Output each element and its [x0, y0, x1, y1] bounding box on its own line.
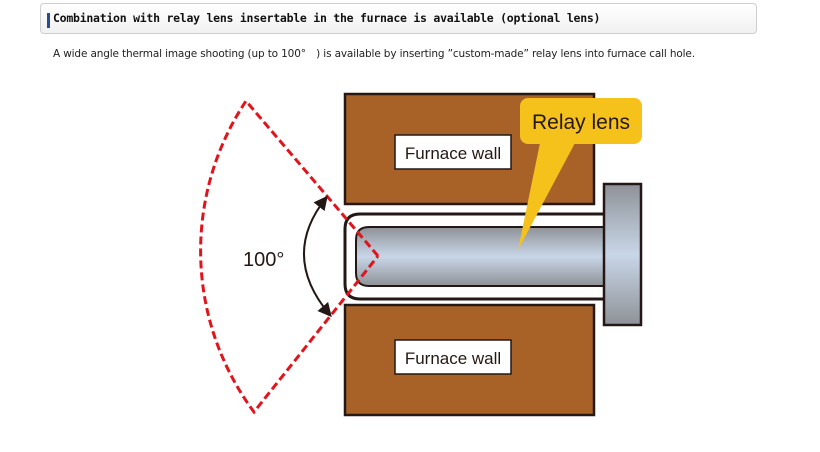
- angle-arc-arrow: [303, 195, 332, 318]
- lower-wall-label: Furnace wall: [405, 349, 501, 368]
- field-of-view-outline: [199, 98, 380, 415]
- heading-accent-bar: [47, 13, 50, 28]
- angle-label: 100°: [243, 249, 284, 271]
- callout-bubble: [520, 98, 642, 144]
- relay-lens-callout: Relay lens: [518, 98, 642, 250]
- callout-pointer: [518, 143, 575, 250]
- upper-wall-label: Furnace wall: [405, 144, 501, 163]
- lower-furnace-wall: Furnace wall: [343, 303, 596, 417]
- lower-wall-label-box: [394, 339, 512, 375]
- section-description: A wide angle thermal image shooting (up …: [53, 48, 695, 60]
- upper-wall-label-box: [394, 134, 512, 170]
- relay-lens-flange: [602, 182, 643, 327]
- heading-title: Combination with relay lens insertable i…: [53, 11, 601, 25]
- section-heading: Combination with relay lens insertable i…: [40, 3, 757, 34]
- callout-label: Relay lens: [532, 111, 630, 134]
- relay-lens-rod: [355, 226, 606, 287]
